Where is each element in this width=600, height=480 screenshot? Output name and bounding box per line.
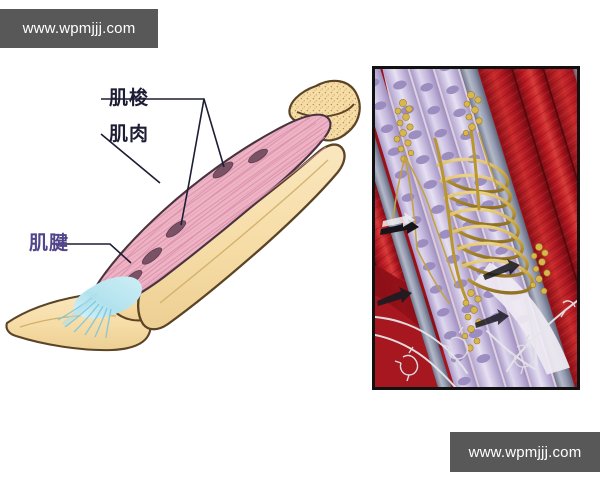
watermark-bottom-right: www.wpmjjj.com — [450, 432, 600, 472]
annulospiral-endings — [436, 157, 534, 295]
leader-line-tendon — [52, 243, 132, 264]
label-muscle: 肌肉 — [109, 123, 150, 145]
traction-arrows — [377, 219, 520, 328]
motor-end-plates — [394, 300, 576, 382]
watermark-top-left: www.wpmjjj.com — [0, 9, 158, 48]
flower-spray-endings — [392, 91, 551, 352]
muscle-belly — [92, 113, 332, 306]
left-anatomical-diagram — [0, 55, 370, 355]
tendon-region — [57, 276, 142, 339]
afferent-nerve-trunk — [433, 127, 481, 303]
watermark-bottom-right-text: www.wpmjjj.com — [468, 443, 582, 461]
label-tendon: 肌腱 — [29, 232, 70, 254]
watermark-top-left-text: www.wpmjjj.com — [22, 20, 136, 37]
label-muscle-spindle: 肌梭 — [109, 87, 150, 109]
right-histology-panel — [372, 66, 580, 390]
leader-line-muscle — [100, 133, 161, 184]
leader-lines — [52, 98, 225, 264]
highlight-arrow — [382, 212, 415, 227]
myelinated-nerve-fibres — [375, 298, 577, 387]
leader-line-spindle-branch — [180, 98, 205, 226]
